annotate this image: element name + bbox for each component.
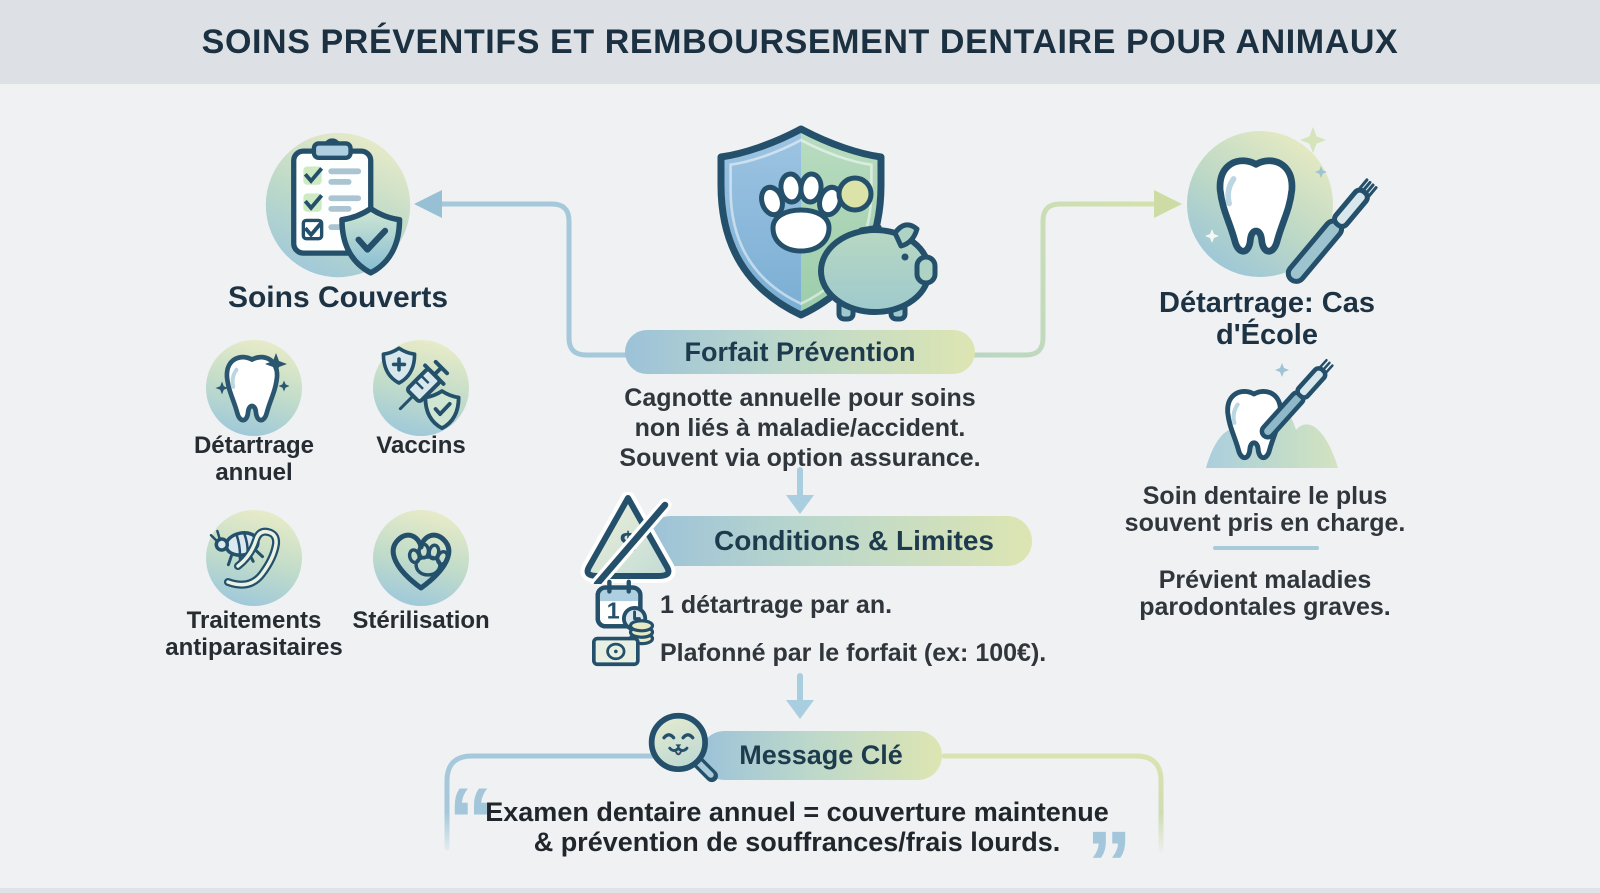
page-title: SOINS PRÉVENTIFS ET REMBOURSEMENT DENTAI… (201, 22, 1399, 61)
header-bar: SOINS PRÉVENTIFS ET REMBOURSEMENT DENTAI… (0, 0, 1600, 84)
forfait-description: Cagnotte annuelle pour soins non liés à … (580, 383, 1020, 473)
tooth-brushing-icon (1206, 358, 1338, 468)
detartrage-heading: Détartrage: Cas d'École (1117, 287, 1417, 351)
detartrage-text-secondary: Prévient maladies parodontales graves. (1105, 567, 1425, 621)
magnifier-happy-pet-icon (648, 712, 718, 783)
desc-line: Souvent via option assurance. (619, 444, 981, 472)
desc-line: non liés à maladie/accident. (634, 414, 966, 442)
flea-worm-icon (206, 510, 302, 606)
quote-line: & prévention de souffrances/frais lourds… (533, 827, 1061, 857)
open-quote-mark: “ (448, 770, 494, 872)
sparkling-tooth-icon (206, 340, 302, 436)
vaccine-syringe-shield-icon (373, 340, 469, 436)
condition-item-text: Plafonné par le forfait (ex: 100€). (660, 639, 1047, 667)
text-line: Prévient maladies (1158, 566, 1372, 594)
heart-paw-icon (373, 510, 469, 606)
conditions-limites-pill: Conditions & Limites (646, 516, 1032, 566)
text-line: parodontales graves. (1139, 593, 1391, 621)
coin-icon (836, 175, 874, 213)
forfait-prevention-pill: Forfait Prévention (625, 330, 975, 374)
item-label: Traitements antiparasitaires (165, 607, 343, 661)
arrow-left-icon (414, 190, 442, 218)
heading-line: d'École (1216, 319, 1318, 351)
item-label: Détartrage annuel (193, 432, 315, 486)
soins-couverts-heading: Soins Couverts (227, 281, 449, 314)
arrow-right-icon (1154, 190, 1182, 218)
arrow-down-icon (786, 700, 814, 719)
piggy-bank-icon (818, 222, 938, 322)
clipboard-checklist-shield-icon (265, 132, 411, 278)
condition-item-text: 1 détartrage par an. (660, 591, 893, 619)
close-quote-mark: ” (1086, 813, 1132, 893)
desc-line: Cagnotte annuelle pour soins (624, 384, 976, 412)
shield-paw-piggy-bank-icon (698, 108, 938, 322)
item-label: Vaccins (376, 432, 466, 459)
text-line: Soin dentaire le plus (1142, 482, 1388, 510)
tooth-toothbrush-sparkle-icon (1187, 127, 1378, 284)
message-cle-pill: Message Clé (700, 731, 942, 780)
key-message-quote: Examen dentaire annuel = couverture main… (457, 797, 1137, 857)
quote-line: Examen dentaire annuel = couverture main… (485, 797, 1109, 827)
svg-text:1: 1 (607, 598, 620, 624)
detartrage-text-primary: Soin dentaire le plus souvent pris en ch… (1105, 483, 1425, 537)
text-line: souvent pris en charge. (1124, 509, 1406, 537)
bottom-edge-strip (0, 888, 1600, 893)
toothbrush-icon (1285, 178, 1378, 284)
section-divider (1213, 546, 1319, 550)
calendar-clock-icon: 1 (595, 579, 648, 632)
item-label: Stérilisation (352, 607, 490, 634)
banknote-coins-icon (592, 619, 655, 667)
heading-line: Détartrage: Cas (1159, 287, 1375, 319)
arrow-down-icon (786, 495, 814, 514)
crossed-dollar-warning-triangle-icon: $ (580, 492, 676, 584)
